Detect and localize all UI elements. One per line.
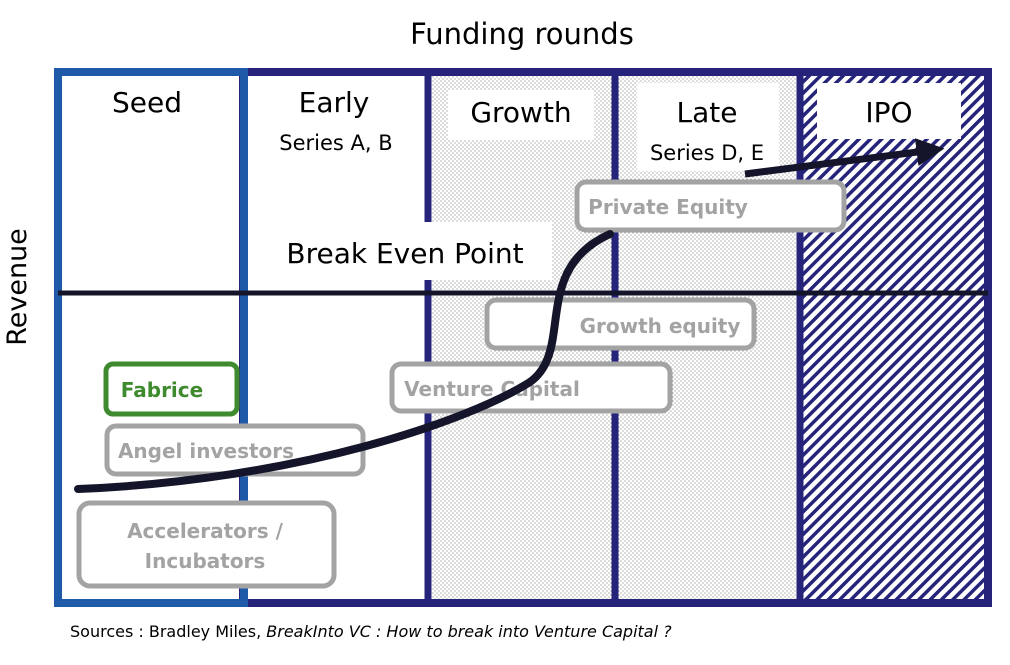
stage-late-sub: Series D, E [650, 141, 764, 165]
stage-ipo-label-bg [817, 83, 961, 139]
stage-ipo-label: IPO [865, 96, 912, 129]
svg-text:Venture Capital: Venture Capital [404, 377, 580, 401]
y-axis-label: Revenue [2, 228, 33, 346]
stage-growth-label: Growth [470, 96, 571, 129]
stage-late-label-bg [637, 83, 779, 171]
stage-growth-label-bg [448, 90, 594, 140]
growth-curve [74, 230, 614, 493]
svg-text:Incubators: Incubators [145, 549, 266, 573]
angel-investors-box: Angel investors [104, 423, 366, 477]
break-even-label: Break Even Point [286, 237, 523, 270]
stage-seed-label: Seed [112, 86, 182, 119]
source-citation: Sources : Bradley Miles, BreakInto VC : … [70, 622, 672, 641]
venture-capital-box: Venture Capital [389, 361, 673, 414]
stage-early-sub: Series A, B [279, 131, 392, 155]
diagram-title: Funding rounds [410, 17, 634, 51]
stage-early-label: Early [299, 86, 370, 119]
svg-text:Angel investors: Angel investors [118, 439, 294, 463]
growth-arrow [744, 138, 945, 178]
private-equity-box: Private Equity [574, 179, 847, 233]
stage-late-label: Late [677, 96, 738, 129]
break-even-label-bg [276, 222, 552, 280]
source-title: BreakInto VC : How to break into Venture… [266, 622, 672, 641]
accelerators-box: Accelerators / Incubators [76, 500, 337, 589]
svg-text:Fabrice: Fabrice [121, 378, 203, 402]
svg-text:Growth equity: Growth equity [580, 314, 741, 338]
seed-frame [54, 68, 248, 607]
svg-text:Private Equity: Private Equity [588, 195, 748, 219]
svg-text:Accelerators /: Accelerators / [127, 519, 284, 543]
fabrice-box: Fabrice [103, 361, 240, 417]
source-prefix: Sources : Bradley Miles, [70, 622, 267, 641]
growth-equity-box: Growth equity [484, 297, 757, 351]
